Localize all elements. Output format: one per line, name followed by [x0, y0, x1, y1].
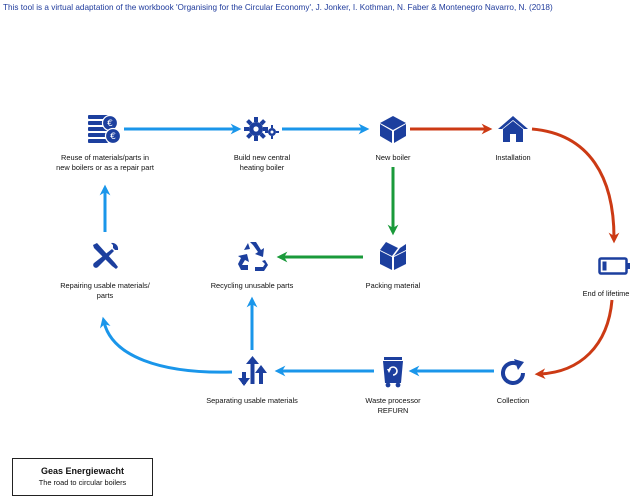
credit-text: This tool is a virtual adaptation of the…	[3, 3, 553, 12]
recycle-icon	[238, 242, 268, 271]
label-end-of-lifetime: End of lifetime	[582, 289, 630, 298]
gears-icon	[244, 117, 279, 141]
svg-text:€: €	[107, 119, 113, 129]
open-box-icon	[380, 242, 406, 270]
label-collection: Collection	[496, 396, 530, 405]
bin-icon	[383, 357, 403, 388]
label-packing: Packing material	[365, 281, 421, 290]
arrow-separating-to-repairing	[99, 316, 233, 374]
label-waste-processor: Waste processor REFURN	[365, 396, 421, 415]
company-box: Geas Energiewacht The road to circular b…	[12, 458, 153, 496]
company-tagline: The road to circular boilers	[38, 478, 127, 487]
house-icon	[498, 116, 528, 142]
box-icon	[380, 116, 406, 143]
sort-arrows-icon	[238, 356, 267, 386]
coins-icon: € €	[88, 114, 122, 145]
refresh-icon	[501, 359, 525, 385]
arrow-end-of-lifetime-to-collection	[534, 299, 614, 380]
tools-icon	[93, 242, 119, 269]
label-installation: Installation	[495, 153, 531, 162]
label-new-boiler: New boiler	[375, 153, 411, 162]
company-name: Geas Energiewacht	[40, 466, 125, 476]
battery-icon	[598, 257, 630, 275]
label-separating: Separating usable materials	[206, 396, 298, 405]
label-reuse: Reuse of materials/parts in new boilers …	[56, 153, 154, 172]
label-build: Build new central heating boiler	[233, 153, 291, 172]
arrow-installation-to-end-of-lifetime	[531, 127, 620, 244]
label-recycling: Recycling unusable parts	[210, 281, 294, 290]
svg-text:€: €	[110, 132, 116, 142]
label-repairing: Repairing usable materials/ parts	[60, 281, 150, 300]
